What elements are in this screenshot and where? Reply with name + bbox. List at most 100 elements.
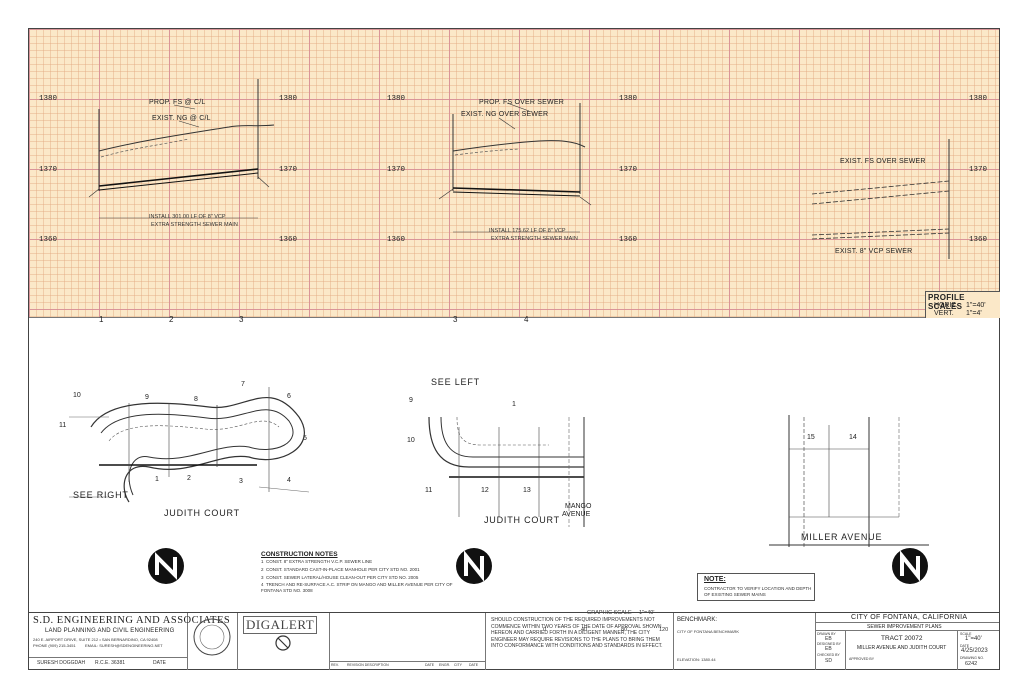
label-prop-fs-sewer: PROP. FS OVER SEWER	[479, 99, 564, 106]
see-right-label: SEE RIGHT	[73, 490, 129, 500]
drawing-no-label: DRAWING NO.	[960, 656, 984, 660]
scales-vert-label: VERT.	[934, 310, 954, 317]
elev-1380-d: 1380	[619, 95, 638, 103]
designed-by-label: DESIGNED BY	[817, 642, 841, 646]
disclaimer-text: SHOULD CONSTRUCTION OF THE REQUIRED IMPR…	[491, 617, 663, 649]
scale-label: SCALE	[960, 632, 972, 636]
tract-number: TRACT 20072	[881, 635, 923, 642]
no-dig-icon	[275, 635, 291, 651]
miller-avenue-title: MILLER AVENUE	[801, 532, 883, 542]
lot-6-left: 6	[287, 393, 291, 400]
lot-15: 15	[807, 434, 815, 441]
elev-1360-a: 1360	[39, 236, 58, 244]
lot-9-left: 9	[145, 394, 149, 401]
drawn-by: EB	[825, 636, 832, 642]
benchmark-title: BENCHMARK:	[677, 617, 718, 623]
note-1: 1 CONST. 8" EXTRA STRENGTH V.C.P. SEWER …	[261, 559, 373, 564]
scale-tick-0: 0	[543, 627, 547, 633]
lot-10-right: 10	[407, 437, 415, 444]
sign-date-label: DATE	[153, 660, 166, 666]
elev-1370-a: 1370	[39, 166, 58, 174]
construction-notes: CONSTRUCTION NOTES 1 CONST. 8" EXTRA STR…	[261, 551, 452, 594]
engineer-seal	[187, 613, 238, 670]
lot-14: 14	[849, 434, 857, 441]
elev-1380-e: 1380	[969, 95, 988, 103]
scale-tick-80: 80	[621, 627, 628, 633]
rev-col-rev: REV.	[331, 663, 339, 667]
street-names: MILLER AVENUE AND JUDITH COURT	[857, 645, 947, 651]
station-1: 1	[99, 315, 104, 324]
mango-avenue-label: AVENUE	[562, 511, 591, 518]
label-install-2: INSTALL 175.62 LF OF 8" VCP	[489, 228, 566, 234]
label-exist-ng-sewer: EXIST. NG OVER SEWER	[461, 111, 549, 118]
note-4: 4 TRENCH AND RE-SURFACE A.C. STRIP ON MA…	[261, 582, 453, 593]
rev-col-desc: REVISION DESCRIPTION	[347, 663, 389, 667]
rev-col-date2: DATE	[469, 663, 479, 667]
note-box: NOTE: CONTRACTOR TO VERIFY LOCATION AND …	[697, 573, 815, 601]
judith-court-right-title: JUDITH COURT	[484, 515, 560, 525]
station-3b: 3	[453, 315, 458, 324]
plan-linework	[69, 387, 929, 547]
checked-by-label: CHECKED BY	[817, 653, 840, 657]
label-install-1: INSTALL 301.00 LF OF 8" VCP	[149, 214, 226, 220]
scale-value: 1"=40'	[965, 636, 982, 642]
note-box-text1: CONTRACTOR TO VERIFY LOCATION AND DEPTH	[704, 586, 812, 591]
revision-table: REV. REVISION DESCRIPTION DATE ENGR. CIT…	[329, 613, 486, 670]
elev-1360-e: 1360	[969, 236, 988, 244]
elev-1360-b: 1360	[279, 236, 298, 244]
title-block: S.D. ENGINEERING AND ASSOCIATES LAND PLA…	[29, 612, 999, 670]
note-3: 3 CONST. SEWER LATERAL/HOUSE CLEAN-OUT P…	[261, 575, 419, 580]
station-4: 4	[524, 315, 529, 324]
label-exist-ng-cl: EXIST. NG @ C/L	[152, 115, 211, 122]
scale-tick-40: 40	[581, 627, 588, 633]
benchmark-block: BENCHMARK: CITY OF FONTANA BENCHMARK ELE…	[673, 613, 816, 670]
label-exist-fs-sewer: EXIST. FS OVER SEWER	[840, 158, 926, 165]
north-arrow-icon	[892, 548, 928, 584]
firm-subtitle: LAND PLANNING AND CIVIL ENGINEERING	[45, 628, 175, 634]
label-install-2b: EXTRA STRENGTH SEWER MAIN	[491, 236, 578, 242]
scales-vert-value: 1"=4'	[966, 310, 982, 317]
lot-11-right: 11	[425, 487, 433, 494]
firm-name: S.D. ENGINEERING AND ASSOCIATES	[33, 615, 231, 626]
elev-1380-b: 1380	[279, 95, 298, 103]
designed-by: EB	[825, 646, 832, 652]
scales-horiz-label: HORIZ.	[934, 302, 958, 309]
station-3: 3	[239, 315, 244, 324]
lot-5-left: 5	[303, 435, 307, 442]
elev-1370-c: 1370	[387, 166, 406, 174]
lot-12-right: 12	[481, 487, 489, 494]
rev-col-engr: ENGR.	[439, 663, 451, 667]
scale-tick-120: 120	[659, 627, 669, 633]
lot-9-right: 9	[409, 397, 413, 404]
signer-name: SURESH DOGGDAH	[37, 660, 86, 666]
note-2: 2 CONST. STANDARD CAST-IN-PLACE MANHOLE …	[261, 567, 420, 572]
drawing-sheet: 1380 1370 1360 1380 1370 1360 1380 1370 …	[28, 28, 1000, 670]
digalert-block: DIGALERT	[237, 613, 330, 670]
construction-notes-title: CONSTRUCTION NOTES	[261, 551, 338, 558]
see-left-label: SEE LEFT	[431, 377, 480, 387]
scales-horiz-value: 1"=40'	[966, 302, 986, 309]
firm-email: EMAIL: SURESH@SDENGINEERING.NET	[85, 643, 163, 648]
disclaimer-block: SHOULD CONSTRUCTION OF THE REQUIRED IMPR…	[485, 613, 674, 670]
lot-11-left: 11	[59, 422, 67, 429]
firm-address: 240 E. AIRPORT DRIVE, SUITE 212 • SAN BE…	[33, 637, 158, 642]
north-arrow-icon	[148, 548, 184, 584]
engineer-seal-icon	[193, 618, 231, 656]
note-box-title: NOTE:	[704, 576, 726, 583]
lot-13-right: 13	[523, 487, 531, 494]
lot-8-left: 8	[194, 396, 198, 403]
label-prop-fs-cl: PROP. FS @ C/L	[149, 99, 206, 106]
drawn-by-label: DRAWN BY	[817, 632, 836, 636]
project-block: CITY OF FONTANA, CALIFORNIA SEWER IMPROV…	[815, 613, 999, 670]
scales-title: PROFILE SCALES	[928, 293, 965, 311]
lot-2-left: 2	[187, 475, 191, 482]
lot-10-left: 10	[73, 392, 81, 399]
elev-1370-d: 1370	[619, 166, 638, 174]
profile-scales: PROFILE SCALES HORIZ. 1"=40' VERT. 1"=4'	[925, 291, 1000, 318]
lot-3-left: 3	[239, 478, 243, 485]
graphic-scale-value: 1"=40'	[639, 610, 655, 616]
lot-1-right: 1	[512, 401, 516, 408]
benchmark-elevation: ELEVATION: 1380.44	[677, 657, 716, 662]
plan-type: SEWER IMPROVEMENT PLANS	[867, 624, 942, 630]
label-exist-vcp-sewer: EXIST. 8" VCP SEWER	[835, 248, 913, 255]
